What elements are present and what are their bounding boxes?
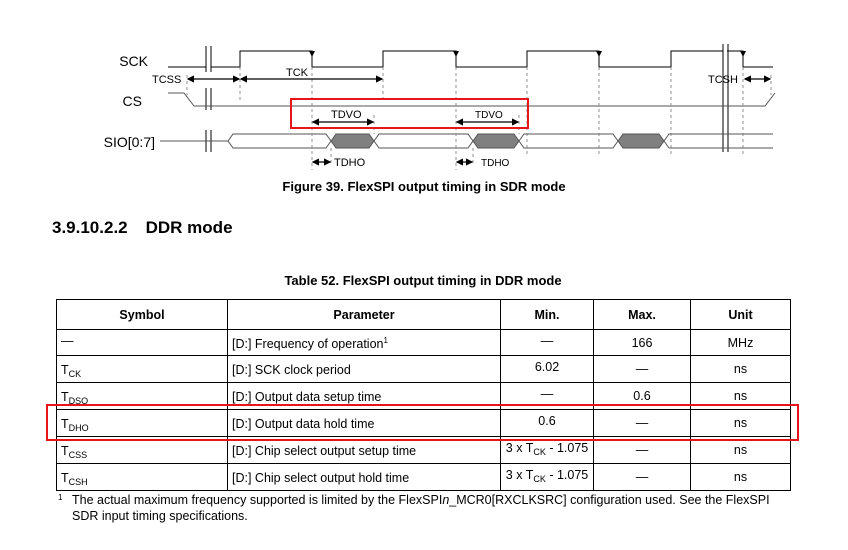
symbol-subscript: CSS [68,450,88,460]
tcsh-label: TCSH [708,74,738,86]
header-parameter: Parameter [227,299,501,330]
min-text: 3 x T [505,468,534,482]
table-row: TCK [D:] SCK clock period 6.02 —ns [56,355,791,383]
timing-table: Symbol Parameter Min. Max. Unit — [D:] Fr… [56,299,791,491]
section-number: 3.9.10.2.2 [52,218,128,237]
cell-symbol: — [56,329,228,356]
parameter-text: [D:] Output data hold time [232,417,375,432]
figure-caption: Figure 39. FlexSPI output timing in SDR … [282,179,566,194]
min-subscript: CK [533,447,546,457]
timing-diagram: SCK CS SIO[0:7] [104,44,776,170]
symbol-text: T [61,363,69,377]
min-text: — [540,387,554,401]
sck-label: SCK [119,53,148,69]
parameter-text: [D:] SCK clock period [232,363,351,378]
cell-unit: ns [690,409,791,437]
header-max: Max. [593,299,691,330]
parameter-text: [D:] Chip select output setup time [232,444,417,459]
cell-min: — [500,329,594,356]
cs-label: CS [123,93,142,109]
sck-waveform [168,50,773,68]
min-text: 0.6 [538,414,556,428]
highlight-box-tdvo [290,98,529,129]
min-text: 6.02 [534,360,560,374]
tck-label: TCK [286,67,309,79]
min-text: 3 x T [505,441,534,455]
section-heading: 3.9.10.2.2 DDR mode [52,218,251,238]
highlight-box-tdho-row [46,404,799,441]
min-text: — [540,333,554,348]
symbol-subscript: DSO [68,396,89,406]
min-subscript: CK [533,474,546,484]
cell-parameter: [D:] SCK clock period [227,355,501,383]
cell-max: — [593,409,691,437]
parameter-text: [D:] Output data setup time [232,390,382,405]
timing-arrows [186,75,772,166]
tcss-label: TCSS [152,74,181,86]
symbol-text: T [61,390,69,404]
symbol-subscript: CSH [68,477,88,487]
cell-min: 6.02 [500,355,594,383]
table-title: Table 52. FlexSPI output timing in DDR m… [284,273,562,288]
parameter-text: [D:] Frequency of operation [232,337,384,352]
footnote-ref: 1 [383,335,388,345]
table-row: TCSH [D:] Chip select output hold time 3 x… [56,463,791,491]
cell-max: 166 [593,329,691,356]
footnote: 1 The actual maximum frequency supported… [58,492,778,524]
sio-label: SIO[0:7] [104,134,155,150]
min-tail: - 1.075 [545,468,589,482]
table-header-row: Symbol Parameter Min. Max. Unit [56,299,791,330]
min-tail: - 1.075 [545,441,589,455]
header-unit: Unit [690,299,791,330]
cell-parameter: [D:] Chip select output hold time [227,463,501,491]
tdho-label-2: TDHO [481,158,510,169]
footnote-mark: 1 [58,493,63,502]
footnote-italic: n [442,493,450,507]
sio-waveform [160,133,773,149]
section-title: DDR mode [145,218,233,237]
cell-max: — [593,463,691,491]
symbol-text: T [61,417,69,431]
cell-parameter: [D:] Output data hold time [227,409,501,437]
cell-parameter: [D:] Frequency of operation1 [227,329,501,356]
cell-unit: ns [690,463,791,491]
cell-min: 3 x TCK - 1.075 [500,463,594,491]
symbol-subscript: DHO [68,423,89,433]
symbol-text: T [61,471,69,485]
parameter-text: [D:] Chip select output hold time [232,471,410,486]
cell-unit: ns [690,355,791,383]
cs-waveform [168,92,776,107]
tdvo-label-1: TDVO [331,109,362,121]
cell-unit: MHz [690,329,791,356]
table-row: TDHO [D:] Output data hold time 0.6 —ns [56,409,791,437]
tdho-label-1: TDHO [334,157,366,169]
footnote-text-b: _MCR0[RXCLKSRC] configuration used. See … [72,493,770,523]
symbol-text: T [61,444,69,458]
cell-symbol: TCK [56,355,228,383]
cell-symbol: TDHO [56,409,228,437]
footnote-text-a: The actual maximum frequency supported i… [72,493,443,507]
tdvo-label-2: TDVO [475,110,503,121]
header-min: Min. [500,299,594,330]
header-symbol: Symbol [56,299,228,330]
falling-edge-markers [309,51,746,57]
symbol-text: — [61,333,74,348]
cell-symbol: TCSH [56,463,228,491]
symbol-subscript: CK [68,369,82,379]
cell-max: — [593,355,691,383]
